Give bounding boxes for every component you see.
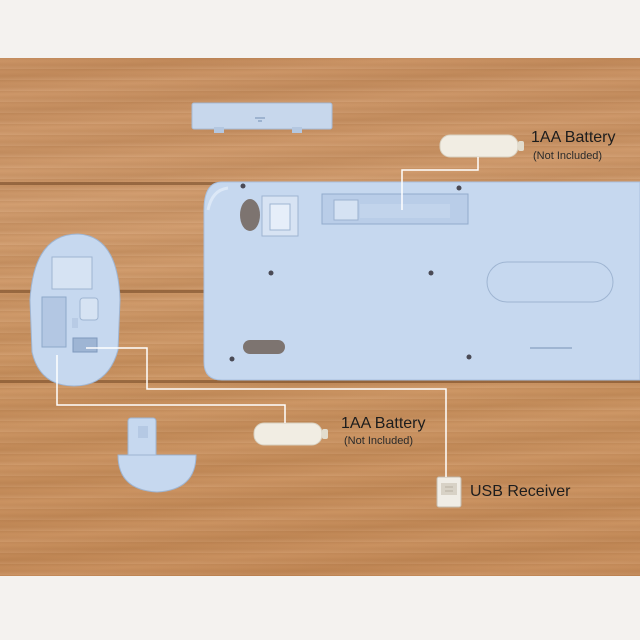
aa-battery-bottom <box>253 422 328 446</box>
mouse-battery-door <box>117 417 197 493</box>
plank-seam <box>0 380 640 383</box>
usb-receiver <box>436 476 462 508</box>
battery-top-note: (Not Included) <box>533 150 603 162</box>
battery-bottom-note: (Not Included) <box>344 435 414 447</box>
usb-receiver-title: USB Receiver <box>470 483 571 500</box>
aa-battery-top <box>439 134 524 158</box>
battery-top-title: 1AA Battery <box>531 129 616 146</box>
callout-lines <box>56 157 479 477</box>
battery-bottom-title: 1AA Battery <box>341 415 426 432</box>
keyboard-underside <box>203 181 640 381</box>
battery-cover <box>191 102 333 133</box>
mouse-underside <box>29 233 121 387</box>
